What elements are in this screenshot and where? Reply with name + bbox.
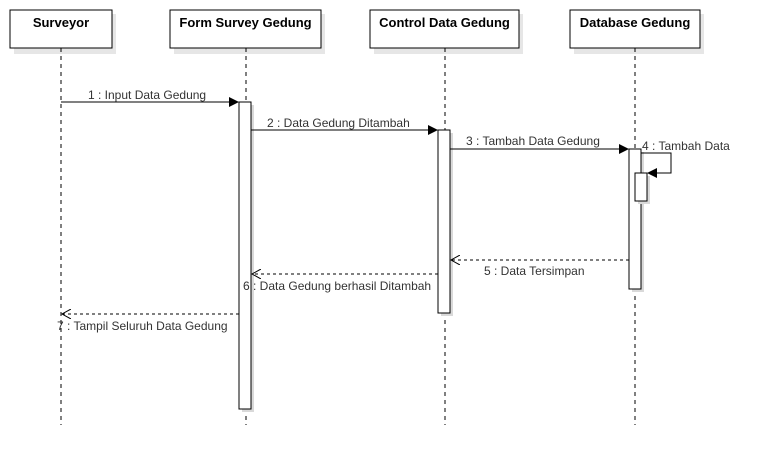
lifeline-title-surveyor: Surveyor: [33, 15, 89, 30]
activation-database: [628, 148, 642, 290]
activation-form: [238, 101, 252, 410]
lifeline-title-control: Control Data Gedung: [379, 15, 510, 30]
message-label: 3 : Tambah Data Gedung: [466, 134, 600, 148]
message-6: 6 : Data Gedung berhasil Ditambah: [243, 274, 438, 293]
lifeline-form-survey-gedung: Form Survey Gedung: [169, 9, 325, 425]
lifeline-database-gedung: Database Gedung: [569, 9, 704, 425]
message-label: 1 : Input Data Gedung: [88, 88, 206, 102]
lifeline-control-data-gedung: Control Data Gedung: [369, 9, 523, 425]
message-label: 6 : Data Gedung berhasil Ditambah: [243, 279, 431, 293]
message-2: 2 : Data Gedung Ditambah: [251, 116, 438, 135]
message-1: 1 : Input Data Gedung: [61, 88, 239, 107]
lifeline-title-form: Form Survey Gedung: [179, 15, 311, 30]
message-7: 7 : Tampil Seluruh Data Gedung: [57, 314, 239, 333]
message-label: 2 : Data Gedung Ditambah: [267, 116, 410, 130]
message-label: 5 : Data Tersimpan: [484, 264, 585, 278]
activation-database-nested: [634, 172, 648, 202]
message-label: 4 : Tambah Data: [642, 139, 730, 153]
message-arrow-self: [641, 152, 672, 178]
activation-control: [437, 129, 451, 314]
lifeline-title-database: Database Gedung: [580, 15, 691, 30]
message-label: 7 : Tampil Seluruh Data Gedung: [57, 319, 228, 333]
message-4: 4 : Tambah Data: [641, 139, 730, 178]
lifeline-head-control: [369, 9, 520, 49]
message-3: 3 : Tambah Data Gedung: [450, 134, 629, 154]
message-5: 5 : Data Tersimpan: [451, 260, 629, 278]
lifeline-head-surveyor: [9, 9, 113, 49]
lifeline-head-form: [169, 9, 322, 49]
lifeline-surveyor: Surveyor: [9, 9, 116, 425]
